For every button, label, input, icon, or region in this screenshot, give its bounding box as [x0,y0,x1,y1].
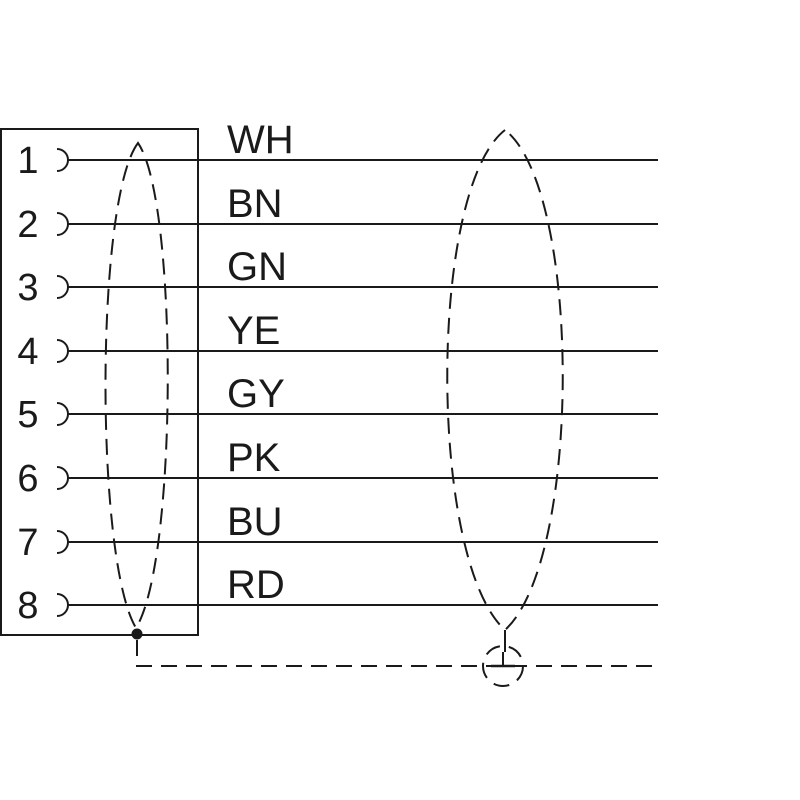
connector-housing [0,128,199,636]
wire-color-label: WH [227,118,294,162]
pin-socket-icon [56,339,69,363]
pin-number: 6 [17,458,38,500]
pin-number: 8 [17,585,38,627]
pin-number: 4 [17,331,38,373]
pin-number: 7 [17,522,38,564]
pin-socket-icon [56,212,69,236]
pin-socket-icon [56,148,69,172]
wire-color-label: BU [227,500,283,544]
pin-number: 3 [17,267,38,309]
wire-color-label: GN [227,245,287,289]
wire-color-label: BN [227,182,283,226]
pin-number: 2 [17,204,38,246]
pin-socket-icon [56,466,69,490]
shield-drain-line [136,640,658,667]
pin-number: 1 [17,140,38,182]
pin-number: 5 [17,394,38,436]
cable-shield-ellipse [446,128,564,632]
pin-socket-icon [56,593,69,617]
pin-socket-icon [56,530,69,554]
pins-layer: 1 WH 2 BN 3 GN 4 YE 5 GY 6 PK 7 BU 8 RD [17,118,658,627]
wire-color-label: RD [227,563,285,607]
pin-socket-icon [56,402,69,426]
wire-color-label: YE [227,309,280,353]
connector-shield-ellipse [104,141,169,630]
wire-color-label: PK [227,436,281,480]
ground-icon [482,645,524,687]
wire-color-label: GY [227,372,285,416]
pin-socket-icon [56,275,69,299]
shield-junction-dot [131,628,143,640]
